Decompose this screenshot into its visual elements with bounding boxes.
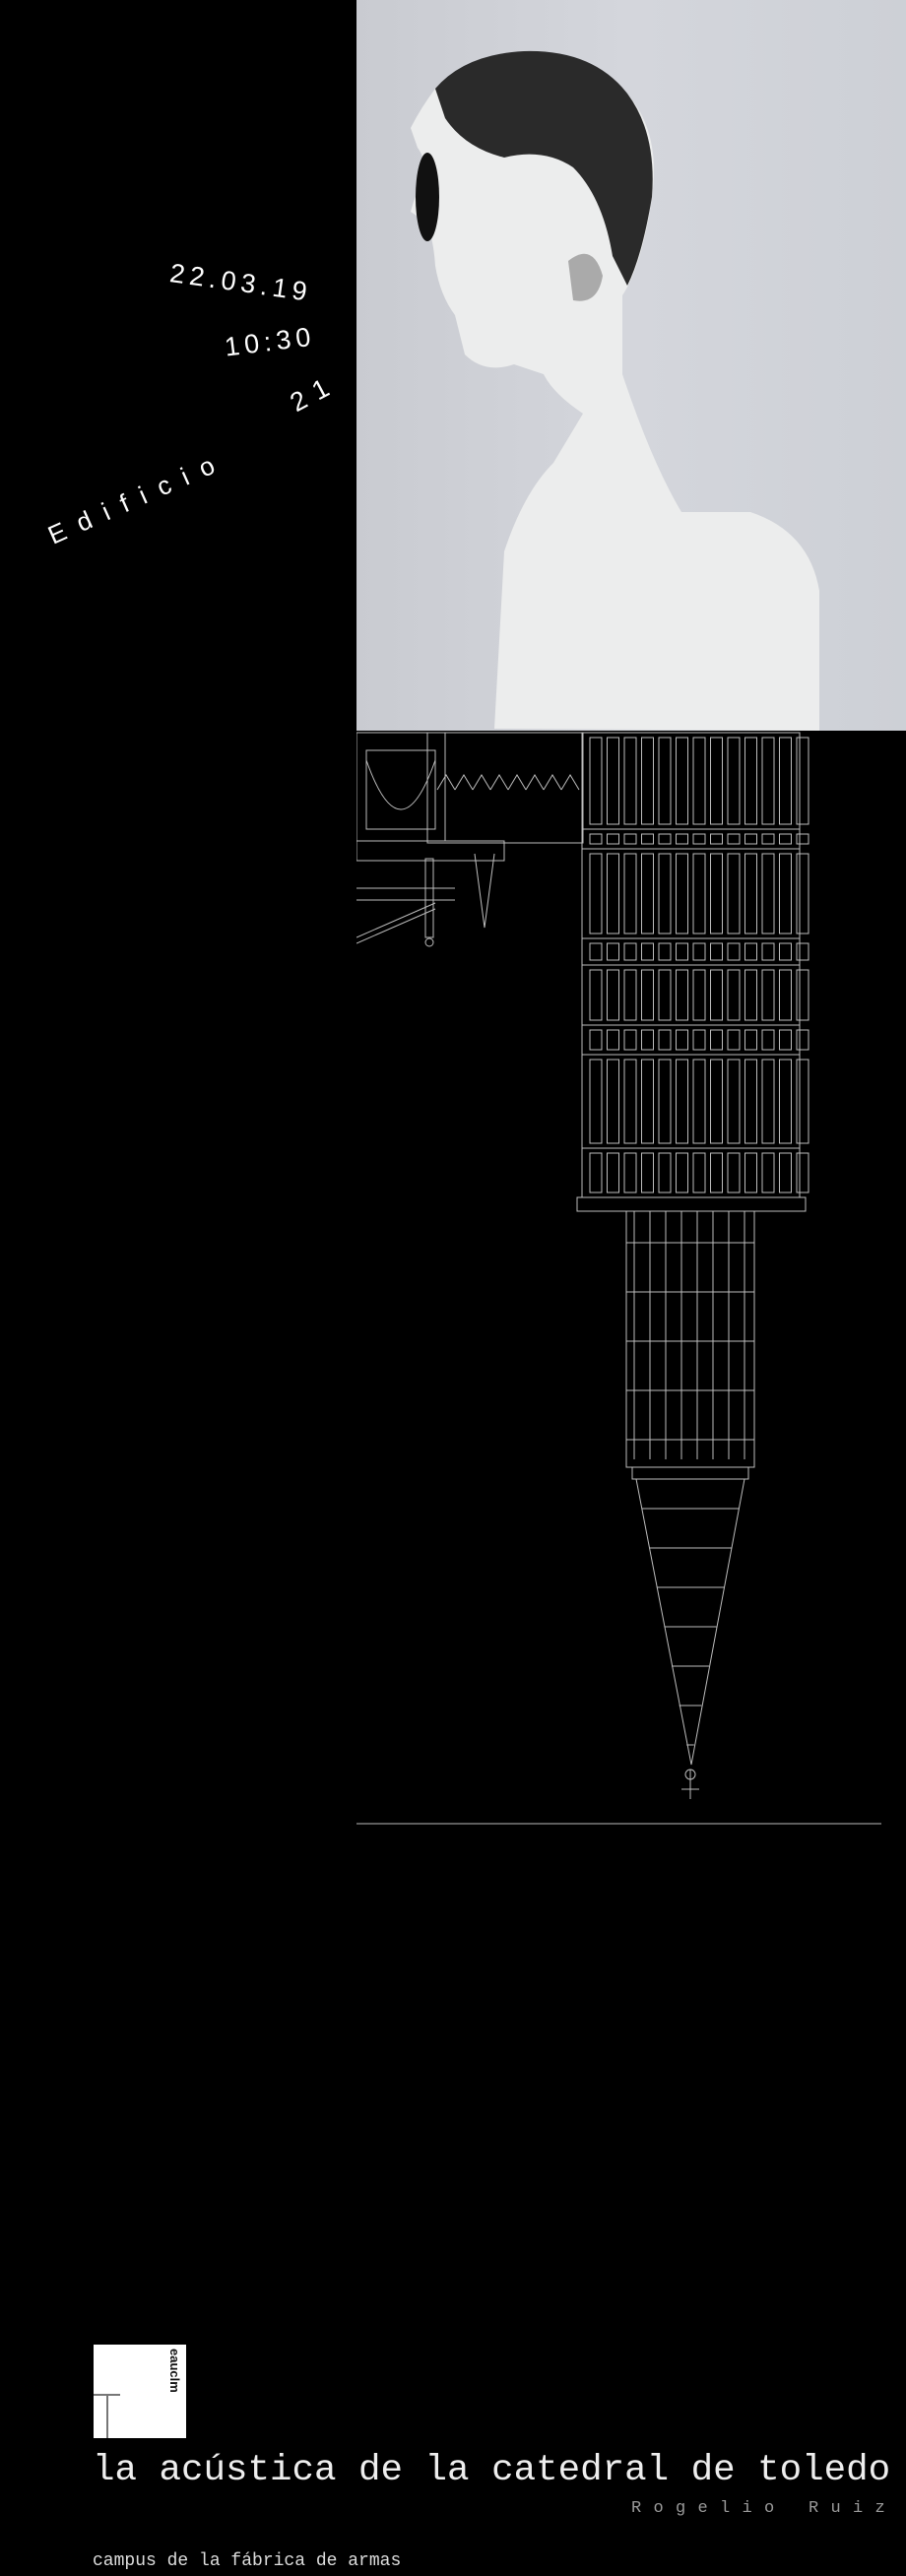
event-time: 10:30 — [223, 321, 318, 362]
logo-mark-vertical — [106, 2394, 108, 2438]
logo-text: eauclm — [167, 2349, 182, 2393]
lecture-title: la acústica de la catedral de toledo — [93, 2450, 891, 2491]
photo-screaming-boy — [356, 0, 906, 731]
venue: campus de la fábrica de armas — [93, 2551, 402, 2571]
building-label: Edificio — [43, 444, 232, 550]
event-date: 22.03.19 — [167, 258, 314, 307]
cathedral-tower-drawing — [356, 732, 881, 1825]
speaker-name: Rogelio Ruiz — [631, 2499, 898, 2518]
eauclm-logo: eauclm — [94, 2345, 186, 2438]
building-number: 21 — [285, 368, 343, 419]
